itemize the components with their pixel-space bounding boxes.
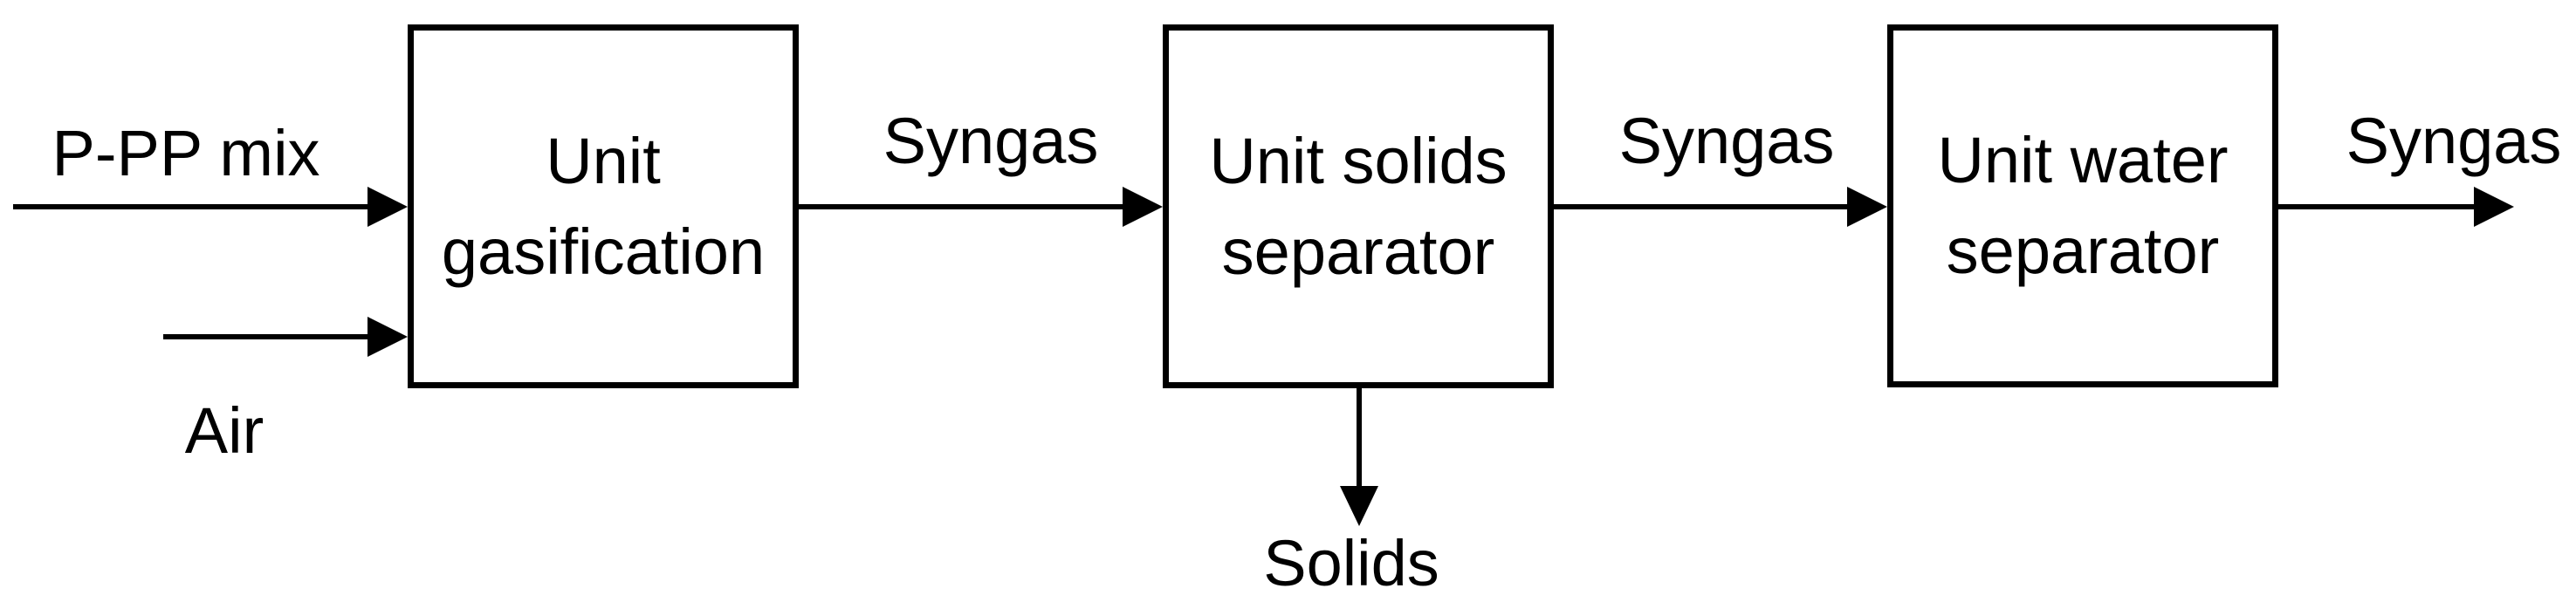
solids-stream-label: Solids <box>1263 527 1439 599</box>
unit-gasification-label: Unit gasification <box>442 116 765 298</box>
syngas-1-arrow-line <box>799 204 1129 209</box>
unit-water-separator-label: Unit water separator <box>1937 115 2228 297</box>
syngas-out-arrowhead-icon <box>2474 187 2514 227</box>
unit-solids-separator-label-line1: Unit solids <box>1209 124 1508 197</box>
unit-water-separator-label-line1: Unit water <box>1937 124 2229 196</box>
unit-solids-separator-box: Unit solids separator <box>1163 24 1554 388</box>
air-stream-label: Air <box>184 394 264 467</box>
ppp-mix-feed-arrowhead-icon <box>368 187 408 227</box>
ppp-mix-feed-arrow-line <box>13 204 371 209</box>
syngas-2-stream-label: Syngas <box>1618 105 1835 177</box>
solids-out-arrow-line <box>1357 388 1362 489</box>
syngas-1-arrowhead-icon <box>1123 187 1163 227</box>
ppp-mix-stream-label: P-PP mix <box>52 117 320 189</box>
unit-gasification-label-line2: gasification <box>441 215 766 288</box>
unit-water-separator-label-line2: separator <box>1946 215 2220 287</box>
unit-solids-separator-label: Unit solids separator <box>1209 116 1507 298</box>
solids-out-arrowhead-icon <box>1340 486 1378 526</box>
unit-water-separator-box: Unit water separator <box>1887 24 2278 387</box>
air-feed-arrow-line <box>163 334 371 339</box>
unit-solids-separator-label-line2: separator <box>1221 215 1495 288</box>
syngas-1-stream-label: Syngas <box>883 105 1099 177</box>
air-feed-arrowhead-icon <box>368 317 408 357</box>
unit-gasification-box: Unit gasification <box>408 24 799 388</box>
syngas-out-stream-label: Syngas <box>2346 105 2562 177</box>
syngas-2-arrow-line <box>1554 204 1854 209</box>
syngas-out-arrow-line <box>2278 204 2477 209</box>
unit-gasification-label-line1: Unit <box>546 124 661 197</box>
syngas-2-arrowhead-icon <box>1847 187 1887 227</box>
